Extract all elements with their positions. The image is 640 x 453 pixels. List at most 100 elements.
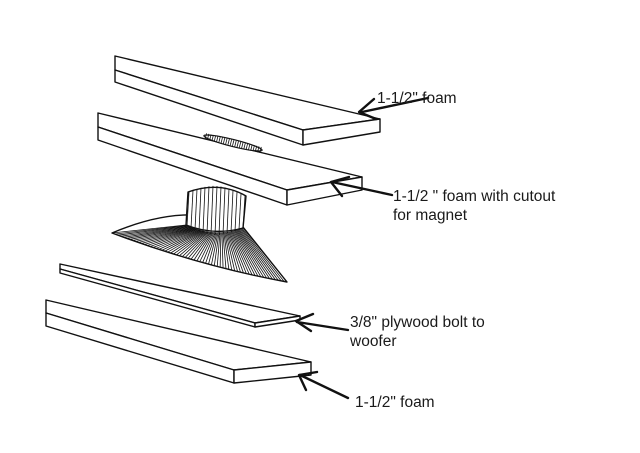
hatch-line bbox=[242, 195, 246, 229]
hatch-line bbox=[211, 134, 214, 141]
hatch-line bbox=[198, 187, 202, 232]
label-top-foam: 1-1/2" foam bbox=[377, 90, 457, 107]
hatch-line bbox=[236, 141, 239, 148]
hatch-line bbox=[167, 230, 205, 253]
hatch-line bbox=[224, 231, 233, 271]
hatch-line bbox=[259, 146, 262, 153]
hatch-line bbox=[120, 225, 189, 237]
woofer-magnet-ribs bbox=[186, 185, 246, 236]
hatch-line bbox=[158, 229, 202, 250]
hatch-line bbox=[179, 231, 208, 257]
label-cutout-foam-line1: 1-1/2 " foam with cutout bbox=[393, 188, 556, 205]
hatch-line bbox=[241, 142, 244, 149]
hatch-line bbox=[219, 232, 222, 268]
hatch-line bbox=[241, 228, 285, 282]
hatch-line bbox=[141, 228, 196, 244]
hatch-line bbox=[252, 145, 255, 152]
hatch-line bbox=[218, 136, 221, 143]
hatch-line bbox=[233, 230, 262, 278]
hatch-line bbox=[186, 191, 190, 227]
hatch-line bbox=[114, 225, 187, 235]
hatch-line bbox=[242, 227, 288, 283]
hatch-line bbox=[173, 230, 206, 255]
magnet-cutout bbox=[203, 133, 263, 153]
hatch-line bbox=[216, 232, 221, 267]
hatch-line bbox=[243, 142, 246, 149]
woofer-cone-hatching bbox=[111, 224, 288, 283]
hatch-line bbox=[238, 141, 242, 148]
hatch-line bbox=[213, 232, 220, 266]
hatch-line bbox=[202, 186, 206, 233]
hatch-line bbox=[240, 228, 282, 282]
hatch-line bbox=[187, 231, 211, 259]
hatch-line bbox=[226, 188, 230, 234]
label-bottom-foam: 1-1/2" foam bbox=[355, 394, 435, 411]
hatch-line bbox=[152, 229, 200, 248]
bottom-foam-side-face bbox=[233, 361, 312, 384]
hatch-line bbox=[222, 137, 226, 144]
hatch-line bbox=[216, 136, 219, 143]
hatch-line bbox=[206, 186, 210, 234]
hatch-line bbox=[213, 135, 217, 142]
hatch-line bbox=[194, 189, 198, 230]
hatch-line bbox=[226, 231, 239, 272]
hatch-line bbox=[238, 193, 242, 230]
top-foam-side-face bbox=[302, 118, 381, 146]
hatch-line bbox=[211, 232, 219, 266]
hatch-line bbox=[239, 228, 279, 281]
label-plywood-line1: 3/8" plywood bolt to bbox=[350, 314, 485, 331]
hatch-line bbox=[135, 227, 194, 242]
hatch-line bbox=[138, 227, 195, 243]
top-foam-slab bbox=[114, 55, 381, 146]
hatch-line bbox=[230, 231, 250, 275]
hatch-line bbox=[208, 232, 218, 265]
hatch-line bbox=[228, 231, 244, 274]
hatch-line bbox=[111, 224, 187, 234]
hatch-line bbox=[218, 186, 222, 235]
hatch-line bbox=[225, 138, 228, 145]
hatch-line bbox=[234, 140, 237, 147]
arrow-plywood bbox=[294, 312, 350, 333]
hatch-line bbox=[238, 228, 276, 281]
hatch-line bbox=[235, 229, 268, 279]
hatch-line bbox=[257, 146, 260, 153]
hatch-line bbox=[233, 230, 259, 277]
hatch-line bbox=[225, 231, 236, 271]
hatch-line bbox=[190, 231, 212, 260]
hatch-line bbox=[184, 231, 210, 258]
hatch-line bbox=[254, 145, 258, 152]
hatch-line bbox=[202, 232, 216, 263]
hatch-line bbox=[123, 226, 190, 238]
hatch-line bbox=[190, 190, 194, 228]
hatch-line bbox=[231, 230, 253, 276]
hatch-line bbox=[227, 231, 241, 273]
hatch-line bbox=[236, 229, 270, 279]
hatch-line bbox=[248, 144, 251, 151]
label-cutout-foam-line2: for magnet bbox=[393, 207, 468, 224]
hatch-line bbox=[214, 185, 218, 236]
hatch-line bbox=[206, 133, 210, 140]
hatch-line bbox=[229, 139, 233, 146]
hatch-line bbox=[220, 137, 223, 144]
hatch-line bbox=[245, 143, 248, 150]
hatch-line bbox=[232, 140, 235, 147]
hatch-line bbox=[147, 228, 198, 246]
label-plywood-line2: woofer bbox=[350, 333, 397, 350]
hatch-line bbox=[164, 230, 204, 252]
hatch-line bbox=[230, 190, 234, 233]
hatch-line bbox=[170, 230, 205, 254]
hatch-line bbox=[237, 229, 273, 280]
hatch-line bbox=[144, 228, 197, 245]
hatch-line bbox=[181, 231, 209, 257]
hatch-line bbox=[227, 138, 230, 145]
hatch-line bbox=[132, 227, 193, 241]
bottom-foam-slab bbox=[45, 299, 312, 384]
hatch-line bbox=[129, 226, 192, 240]
plywood-sheet bbox=[59, 263, 301, 328]
hatch-line bbox=[223, 232, 230, 270]
hatch-line bbox=[234, 230, 265, 278]
hatch-line bbox=[204, 133, 207, 140]
hatch-line bbox=[209, 134, 212, 141]
